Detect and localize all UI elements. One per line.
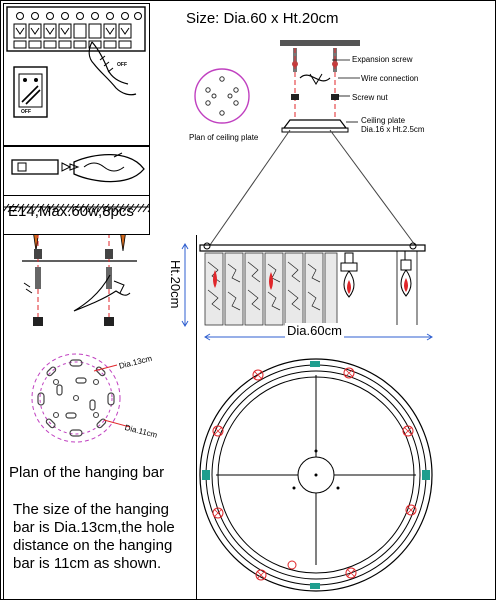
callout-wire-connection: Wire connection <box>361 74 419 83</box>
hatch-line <box>3 203 10 213</box>
hatch-line <box>142 203 150 213</box>
breaker-switch-illustration <box>6 6 146 118</box>
hatch-line <box>47 203 55 213</box>
hatch-line <box>112 203 120 213</box>
ceiling-hatch <box>3 203 150 213</box>
hatch-line <box>52 203 60 213</box>
hatch-line <box>122 203 130 213</box>
hatch-line <box>72 203 80 213</box>
ceiling-plate-plan <box>194 68 250 124</box>
ceiling-plate-plan-label: Plan of ceiling plate <box>189 133 259 142</box>
size-title: Size: Dia.60 x Ht.20cm <box>186 10 339 27</box>
hatch-line <box>147 208 150 213</box>
hatch-line <box>137 203 145 213</box>
suspension-wires <box>209 129 416 246</box>
hatch-line <box>37 203 45 213</box>
hatch-line <box>57 203 65 213</box>
ring-top-view <box>199 358 433 592</box>
install-steps-illustration <box>22 235 137 443</box>
callout-screw-nut: Screw nut <box>352 93 388 102</box>
hanging-bar-note-line-3: distance on the hanging <box>13 537 173 554</box>
hatch-line <box>32 203 40 213</box>
hatch-line <box>67 203 75 213</box>
hatch-line <box>22 203 30 213</box>
ceiling-mount-side-view <box>280 40 360 133</box>
hatch-line <box>82 203 90 213</box>
hanging-bar-panel: Dia.13cm Dia.11cm Plan of the hanging ba… <box>3 235 197 600</box>
chandelier-side-view <box>181 242 426 327</box>
hanging-bar-title: Plan of the hanging bar <box>9 464 165 481</box>
callout-ceiling-plate-size: Dia.16 x Ht.2.5cm <box>361 125 425 134</box>
callout-expansion-screw: Expansion screw <box>352 55 413 64</box>
hatch-line <box>92 203 100 213</box>
hatch-line <box>7 203 15 213</box>
hanging-bar-note-line-4: bar is 11cm as shown. <box>13 555 162 572</box>
breaker-off-label: OFF <box>117 62 127 68</box>
hatch-line <box>127 203 135 213</box>
hatch-line <box>102 203 110 213</box>
hatch-band <box>3 206 150 208</box>
hanging-bar-note-line-2: bar is Dia.13cm,the hole <box>13 519 175 536</box>
hanging-bar-note-line-1: The size of the hanging <box>13 501 169 518</box>
candle-bulb-icon <box>11 152 145 183</box>
hatch-line <box>77 203 85 213</box>
hatch-line <box>27 203 35 213</box>
width-dimension-label: Dia.60cm <box>285 323 344 338</box>
hatch-line <box>107 203 115 213</box>
hatch-line <box>12 203 20 213</box>
power-off-panel: OFF OFF <box>3 3 150 146</box>
switch-off-label: OFF <box>21 109 31 115</box>
hatch-line <box>117 203 125 213</box>
hatch-line <box>132 203 140 213</box>
hatch-line <box>42 203 50 213</box>
callout-ceiling-plate: Ceiling plate <box>361 116 406 125</box>
hanging-bar-plan <box>31 353 131 443</box>
hatch-line <box>62 203 70 213</box>
hatch-line <box>17 203 25 213</box>
hatch-line <box>87 203 95 213</box>
hatch-line <box>97 203 105 213</box>
